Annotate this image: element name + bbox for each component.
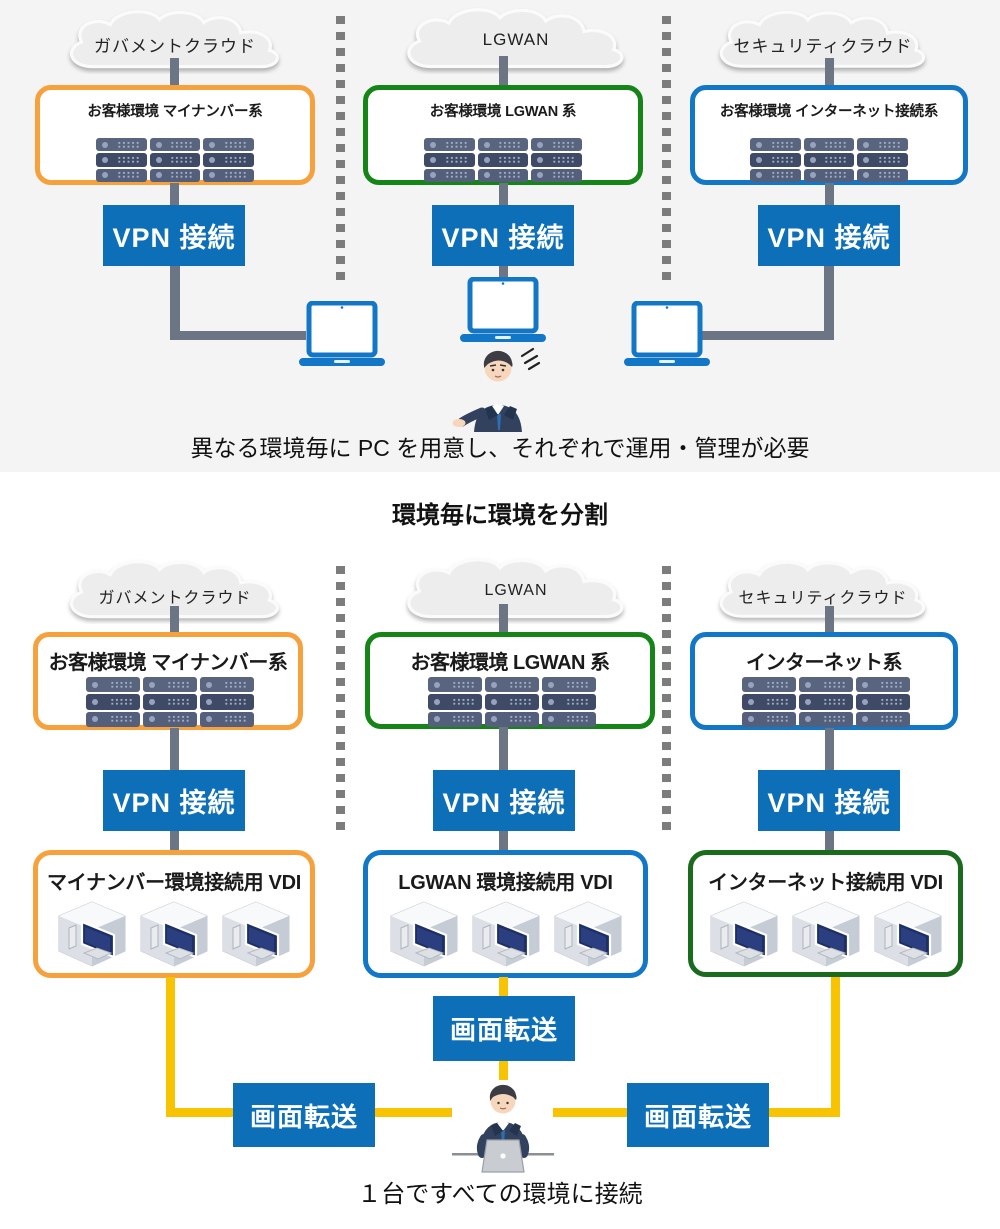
laptop-icon [624,301,710,367]
connector-cloud-env [499,56,508,90]
connector-vpn-vdi [825,831,834,852]
vpn-label: VPN 接続 [112,223,236,253]
confused-businessman-icon [452,347,541,432]
vdi-box-title: マイナンバー環境接続用 VDI [47,872,301,894]
vdi-box-mynumber: マイナンバー環境接続用 VDI [33,850,315,978]
cloud-label: セキュリティクラウド [733,37,913,56]
transfer-box-left: 画面転送 [233,1083,375,1147]
connector-cloud-env [825,606,834,636]
connector-env-vpn [499,183,508,207]
env-box-title: お客様環境 LGWAN 系 [410,652,610,674]
divider-dotted-right-bottom [662,566,671,836]
vdi-cube-icon [388,901,460,967]
vpn-box-bottom-right: VPN 接続 [758,770,900,831]
cloud-security-bottom: セキュリティクラウド [712,558,934,626]
connector-cloud-env [170,606,179,636]
connector-transfer [499,977,508,996]
server-rack-icon [750,138,908,182]
transfer-label: 画面転送 [249,1101,358,1132]
connector-vpn-laptop [499,266,508,282]
env-box-mynumber-top: お客様環境 マイナンバー系 [35,85,315,185]
connector-transfer [831,977,840,1117]
server-rack-icon [86,677,254,727]
vdi-cube-icon [138,901,210,967]
connector-vpn-vdi [170,831,179,852]
top-caption: 異なる環境毎に PC を用意し、それぞれで運用・管理が必要 [190,435,810,461]
divider-dotted-left [336,16,345,286]
connector-env-vpn [499,727,508,772]
env-box-internet-top: お客様環境 インターネット接続系 [690,85,968,185]
vpn-label: VPN 接続 [442,788,566,818]
vpn-box-top-left: VPN 接続 [103,205,245,266]
cloud-government-top: ガバメントクラウド [62,8,288,76]
vdi-box-internet: インターネット接続用 VDI [688,850,963,977]
env-box-title: お客様環境 インターネット接続系 [719,104,939,120]
vdi-cube-icon [220,901,292,967]
vdi-cube-icon [790,901,862,967]
laptop-icon [460,277,546,343]
connector-vpn-laptop [170,331,306,340]
connector-transfer [499,1060,508,1080]
laptop-icon [299,301,385,367]
cloud-lgwan-top: LGWAN [390,6,642,74]
env-box-title: お客様環境 LGWAN 系 [429,104,577,120]
env-box-title: お客様環境 マイナンバー系 [87,104,263,120]
cloud-security-top: セキュリティクラウド [712,8,934,76]
connector-cloud-env [825,58,834,90]
env-box-internet-bottom: インターネット系 [690,632,958,730]
connector-env-vpn [170,728,179,772]
server-rack-icon [742,677,910,727]
connector-cloud-env [170,58,179,90]
env-box-lgwan-top: お客様環境 LGWAN 系 [363,85,643,185]
vpn-box-bottom-left: VPN 接続 [103,770,245,831]
connector-vpn-vdi [499,831,508,852]
vpn-label: VPN 接続 [767,788,891,818]
vdi-cube-icon [872,901,944,967]
bottom-caption: １台ですべての環境に接続 [357,1181,643,1208]
vdi-cube-icon [470,901,542,967]
vpn-label: VPN 接続 [441,223,565,253]
connector-vpn-laptop [702,331,834,340]
env-box-lgwan-bottom: お客様環境 LGWAN 系 [365,632,655,729]
vdi-box-title: LGWAN 環境接続用 VDI [398,872,613,894]
cloud-label: ガバメントクラウド [94,37,256,56]
vdi-box-title: インターネット接続用 VDI [708,872,943,894]
connector-cloud-env [499,604,508,636]
server-rack-icon [96,138,254,182]
cloud-government-bottom: ガバメントクラウド [62,558,288,626]
transfer-box-middle: 画面転送 [433,996,575,1061]
server-rack-icon [428,677,596,727]
transfer-label: 画面転送 [449,1015,558,1045]
cloud-label: ガバメントクラウド [98,590,252,607]
connector-vpn-laptop [824,266,834,340]
bottom-section-title: 環境毎に環境を分割 [392,502,608,529]
cloud-lgwan-bottom: LGWAN [390,556,642,624]
env-box-title: インターネット系 [746,652,903,674]
env-box-title: お客様環境 マイナンバー系 [48,652,288,674]
vdi-cube-icon [552,901,624,967]
connector-transfer [166,977,175,1117]
vdi-cube-icon [56,901,128,967]
vpn-label: VPN 接続 [112,788,236,818]
transfer-label: 画面転送 [643,1101,752,1132]
connector-env-vpn [825,183,834,207]
connector-env-vpn [825,728,834,772]
divider-dotted-right [662,16,671,288]
server-rack-icon [424,138,582,182]
vdi-cube-icon [708,901,780,967]
cloud-label: LGWAN [484,582,548,599]
businessman-at-laptop-icon [452,1084,554,1173]
vdi-box-lgwan: LGWAN 環境接続用 VDI [363,850,648,978]
cloud-label: LGWAN [482,30,550,49]
vpn-box-top-middle: VPN 接続 [432,205,574,266]
vpn-box-bottom-middle: VPN 接続 [433,770,575,831]
cloud-label: セキュリティクラウド [738,590,908,607]
env-box-mynumber-bottom: お客様環境 マイナンバー系 [33,632,303,730]
connector-vpn-laptop [170,266,180,340]
connector-env-vpn [170,183,179,207]
vpn-label: VPN 接続 [767,223,891,253]
vpn-box-top-right: VPN 接続 [758,205,900,266]
transfer-box-right: 画面転送 [627,1083,769,1147]
divider-dotted-left-bottom [336,566,345,836]
